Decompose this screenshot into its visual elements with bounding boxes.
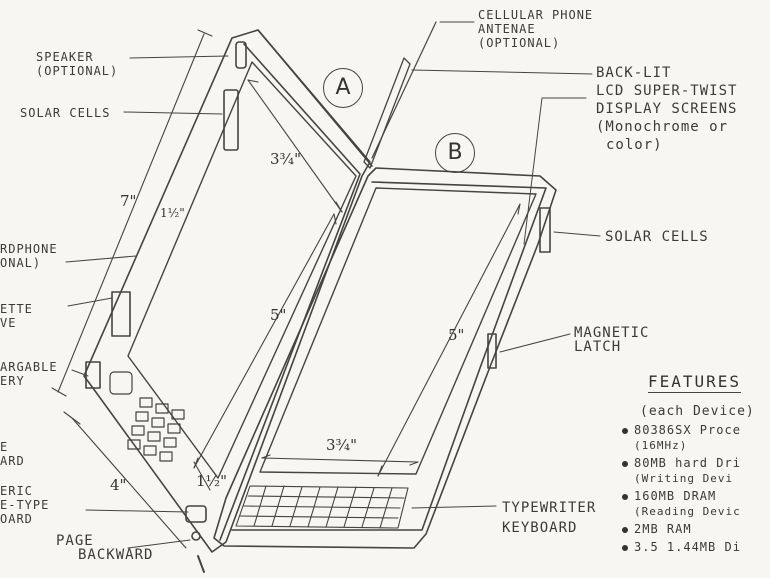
dim-width-bottom: 3¾" — [326, 436, 357, 454]
dim-height-5-right: 5" — [448, 326, 465, 344]
dim-height-5-left: 5" — [270, 306, 287, 324]
hinge — [257, 29, 373, 167]
device-a-inner-edge — [219, 43, 361, 541]
label-typewriter-keyboard: TYPEWRITER KEYBOARD — [502, 500, 597, 536]
bullet-icon — [622, 493, 628, 500]
label-rechargeable: ARGABLE ERY — [0, 360, 58, 388]
leader-lines — [65, 21, 601, 549]
features-list: (each Device) 80386SX Proce (16MHz) 80MB… — [622, 404, 770, 558]
stylus — [363, 57, 411, 169]
feature-item: 2MB RAM — [622, 522, 770, 537]
bullet-icon — [622, 526, 628, 533]
feature-item: 3.5 1.44MB Di — [622, 540, 770, 555]
bullet-icon — [622, 427, 628, 434]
label-ergonomic: ERIC E-TYPE OARD — [0, 484, 50, 526]
cassette-slot — [111, 291, 131, 337]
solar-cells-a — [223, 89, 239, 151]
feature-item: 80MB hard Dri (Writing Devi — [622, 456, 770, 486]
label-solar-cells-right: SOLAR CELLS — [605, 229, 709, 245]
device-b-keyboard — [235, 485, 409, 529]
magnetic-latch — [487, 333, 497, 369]
device-a-screen — [127, 61, 357, 479]
feature-item: 160MB DRAM (Reading Devic — [622, 489, 770, 519]
speaker-grill — [235, 41, 247, 69]
device-b-body — [213, 167, 557, 549]
device-b-screen — [259, 187, 537, 475]
dim-width-4: 4" — [110, 476, 127, 494]
solar-cells-b — [539, 207, 551, 253]
device-a-body — [83, 29, 371, 553]
label-microphone: RDPHONE ONAL) — [0, 242, 58, 270]
label-cellular-antenna: CELLULAR PHONE ANTENAE (OPTIONAL) — [478, 8, 594, 50]
label-solar-cells-left: SOLAR CELLS — [20, 106, 111, 120]
dim-depth: 1½" — [196, 472, 227, 490]
label-magnetic-latch: MAGNETIC LATCH — [574, 325, 650, 355]
dim-width-top: 3¾" — [270, 150, 301, 168]
dim-thickness: 1½" — [160, 206, 185, 220]
label-cassette: ETTE VE — [0, 302, 33, 330]
features-title: FEATURES — [648, 372, 742, 393]
bullet-icon — [622, 460, 628, 467]
device-a-keypad — [109, 371, 185, 462]
marker-a: A — [323, 68, 363, 108]
dimension-lines — [51, 29, 521, 549]
bullet-icon — [622, 544, 628, 551]
features-subtitle: (each Device) — [640, 404, 755, 419]
antenna — [371, 21, 437, 159]
marker-b: B — [435, 133, 475, 173]
label-page-backward: PAGE BACKWARD — [56, 533, 154, 563]
page-backward-button — [185, 505, 207, 523]
feature-item: 80386SX Proce (16MHz) — [622, 423, 770, 453]
label-speaker: SPEAKER (OPTIONAL) — [36, 50, 119, 78]
device-b-inner — [231, 181, 547, 531]
label-left-board: E ARD — [0, 440, 25, 468]
dim-height-7: 7" — [120, 192, 137, 210]
label-back-lit: BACK-LIT LCD SUPER-TWIST DISPLAY SCREENS… — [596, 65, 738, 153]
